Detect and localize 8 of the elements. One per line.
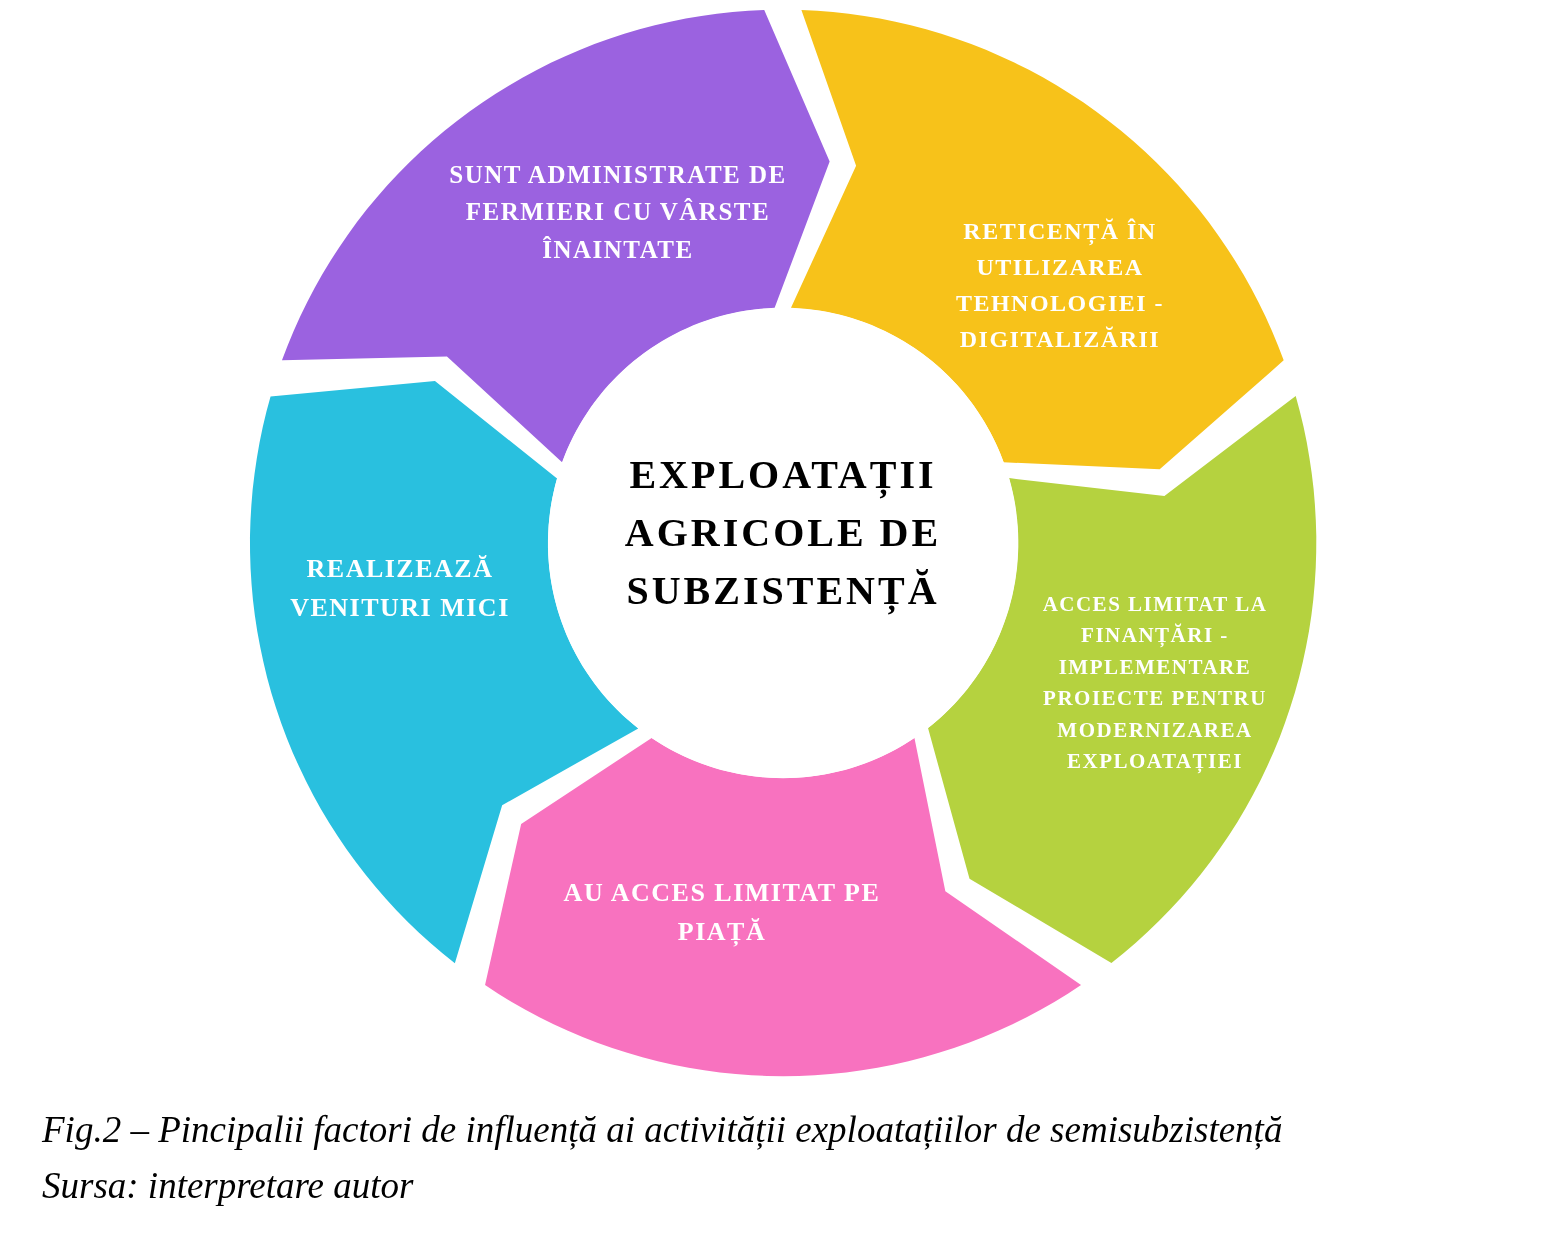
source-note: Sursa: interpretare autor — [42, 1164, 414, 1207]
segment-text: RETICENȚĂ ÎN UTILIZAREA TEHNOLOGIEI - DIGITALIZĂRII — [954, 217, 1166, 354]
figure-caption: Fig.2 – Pincipalii factori de influență ai activității exploatațiilor de semisubzistență — [42, 1108, 1283, 1151]
segment-text: REALIZEAZĂ VENITURI MICI — [289, 553, 511, 624]
segment-text: AU ACCES LIMITAT PE PIAȚĂ — [562, 877, 882, 949]
segment-text: ACCES LIMITAT LA FINANȚĂRI - IMPLEMENTARE PROIECTE PENTRU MODERNIZAREA EXPLOATAȚIEI — [1041, 590, 1269, 775]
center-title: EXPLOATAȚII AGRICOLE DE SUBZISTENȚĂ — [623, 451, 943, 617]
segment-text: SUNT ADMINISTRATE DE FERMIERI CU VÂRSTE ÎNAINTATE — [448, 159, 788, 265]
